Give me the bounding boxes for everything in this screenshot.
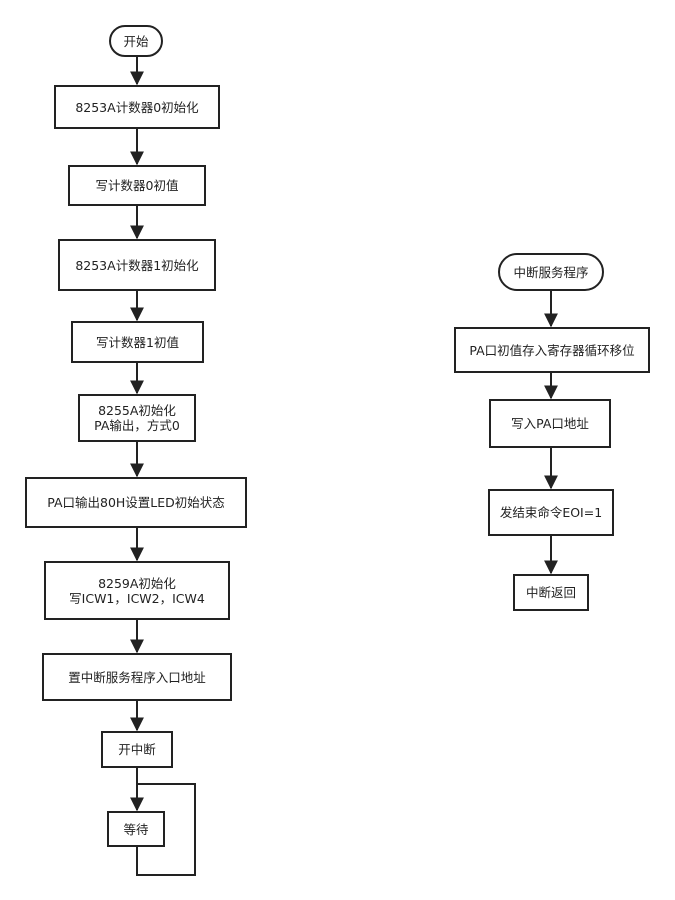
wait-label: 等待 <box>123 821 149 837</box>
write-counter1-label: 写计数器1初值 <box>96 334 179 350</box>
write-pa-address-node: 写入PA口地址 <box>489 399 611 448</box>
init-counter1-node: 8253A计数器1初始化 <box>58 239 216 291</box>
init-8259a-node: 8259A初始化 写ICW1，ICW2，ICW4 <box>44 561 230 620</box>
init-8255a-node: 8255A初始化 PA输出，方式0 <box>78 394 196 442</box>
isr-return-label: 中断返回 <box>525 585 576 600</box>
init-8259a-label-line1: 8259A初始化 <box>98 575 176 591</box>
save-pa-value-node: PA口初值存入寄存器循环移位 <box>454 327 650 373</box>
start-node: 开始 <box>109 25 163 57</box>
write-counter0-label: 写计数器0初值 <box>95 178 179 193</box>
init-counter0-node: 8253A计数器0初始化 <box>54 85 220 129</box>
enable-interrupt-node: 开中断 <box>101 731 173 768</box>
isr-start-node: 中断服务程序 <box>498 253 604 291</box>
send-eoi-node: 发结束命令EOI=1 <box>488 489 614 536</box>
init-counter1-label: 8253A计数器1初始化 <box>75 257 199 273</box>
set-isr-entry-node: 置中断服务程序入口地址 <box>42 653 232 701</box>
enable-interrupt-label: 开中断 <box>118 742 156 757</box>
write-counter1-node: 写计数器1初值 <box>71 321 204 363</box>
wait-loop-line <box>136 783 196 876</box>
init-8255a-label-line1: 8255A初始化 <box>98 403 176 418</box>
save-pa-value-label: PA口初值存入寄存器循环移位 <box>469 342 635 358</box>
send-eoi-label: 发结束命令EOI=1 <box>499 505 603 520</box>
start-node-label: 开始 <box>123 33 149 49</box>
pa-output-led-label: PA口输出80H设置LED初始状态 <box>47 495 225 510</box>
init-8255a-label-line2: PA输出，方式0 <box>94 418 180 433</box>
write-counter0-node: 写计数器0初值 <box>68 165 206 206</box>
wait-node: 等待 <box>107 811 165 847</box>
set-isr-entry-label: 置中断服务程序入口地址 <box>68 669 206 685</box>
init-8259a-label-line2: 写ICW1，ICW2，ICW4 <box>69 590 205 606</box>
pa-output-led-node: PA口输出80H设置LED初始状态 <box>25 477 247 528</box>
isr-start-label: 中断服务程序 <box>513 264 589 280</box>
isr-return-node: 中断返回 <box>513 574 589 611</box>
write-pa-address-label: 写入PA口地址 <box>511 416 589 431</box>
init-counter0-label: 8253A计数器0初始化 <box>75 99 199 115</box>
